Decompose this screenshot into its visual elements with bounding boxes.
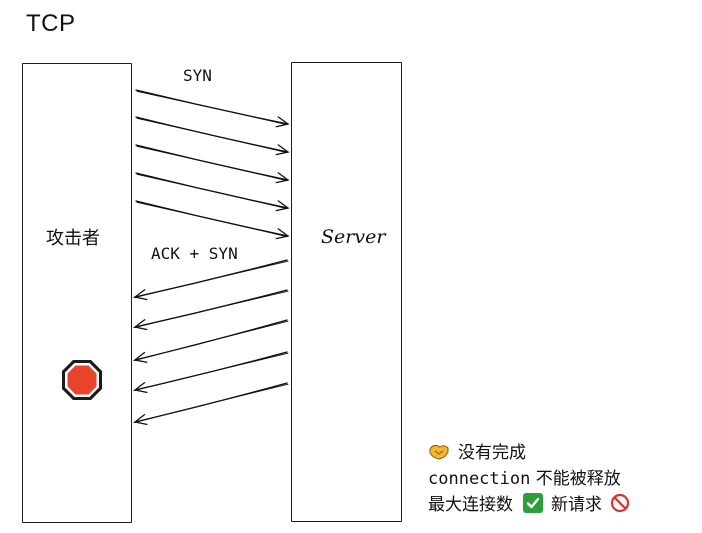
ack-syn-label: ACK + SYN: [151, 244, 238, 263]
syn-arrows: [135, 89, 290, 240]
ack-arrows: [133, 259, 289, 425]
legend-text-new-request: 新请求: [551, 495, 602, 515]
diagram-title: TCP: [26, 10, 76, 37]
ack-syn-arrow: [133, 351, 289, 394]
legend-text-max-connections: 最大连接数: [428, 495, 513, 515]
attacker-label: 攻击者: [46, 228, 100, 249]
ack-syn-arrow: [133, 259, 289, 301]
ack-syn-arrow: [133, 289, 289, 331]
legend-line-1: 没有完成: [428, 440, 630, 466]
syn-arrow: [135, 172, 290, 212]
syn-arrow: [135, 89, 290, 128]
ack-syn-arrow: [133, 382, 289, 425]
prohibited-icon: [610, 493, 630, 513]
syn-arrow: [135, 144, 290, 184]
server-label: Server: [321, 226, 386, 248]
server-box: [291, 62, 402, 522]
syn-arrow: [135, 116, 290, 156]
ack-syn-arrow: [133, 319, 289, 363]
legend: 没有完成 connection 不能被释放 最大连接数 新请求: [428, 440, 630, 518]
legend-code-connection: connection: [428, 469, 531, 489]
syn-label: SYN: [183, 66, 212, 85]
legend-text-incomplete: 没有完成: [458, 443, 526, 463]
attacker-box: [22, 63, 132, 523]
check-mark-icon: [523, 493, 543, 513]
legend-line-2: connection 不能被释放: [428, 466, 630, 492]
stop-sign-icon: [60, 358, 104, 402]
legend-line-3: 最大连接数 新请求: [428, 492, 630, 518]
handshake-icon: [428, 441, 450, 461]
legend-text-not-released: 不能被释放: [535, 469, 621, 489]
syn-arrow: [135, 200, 290, 240]
